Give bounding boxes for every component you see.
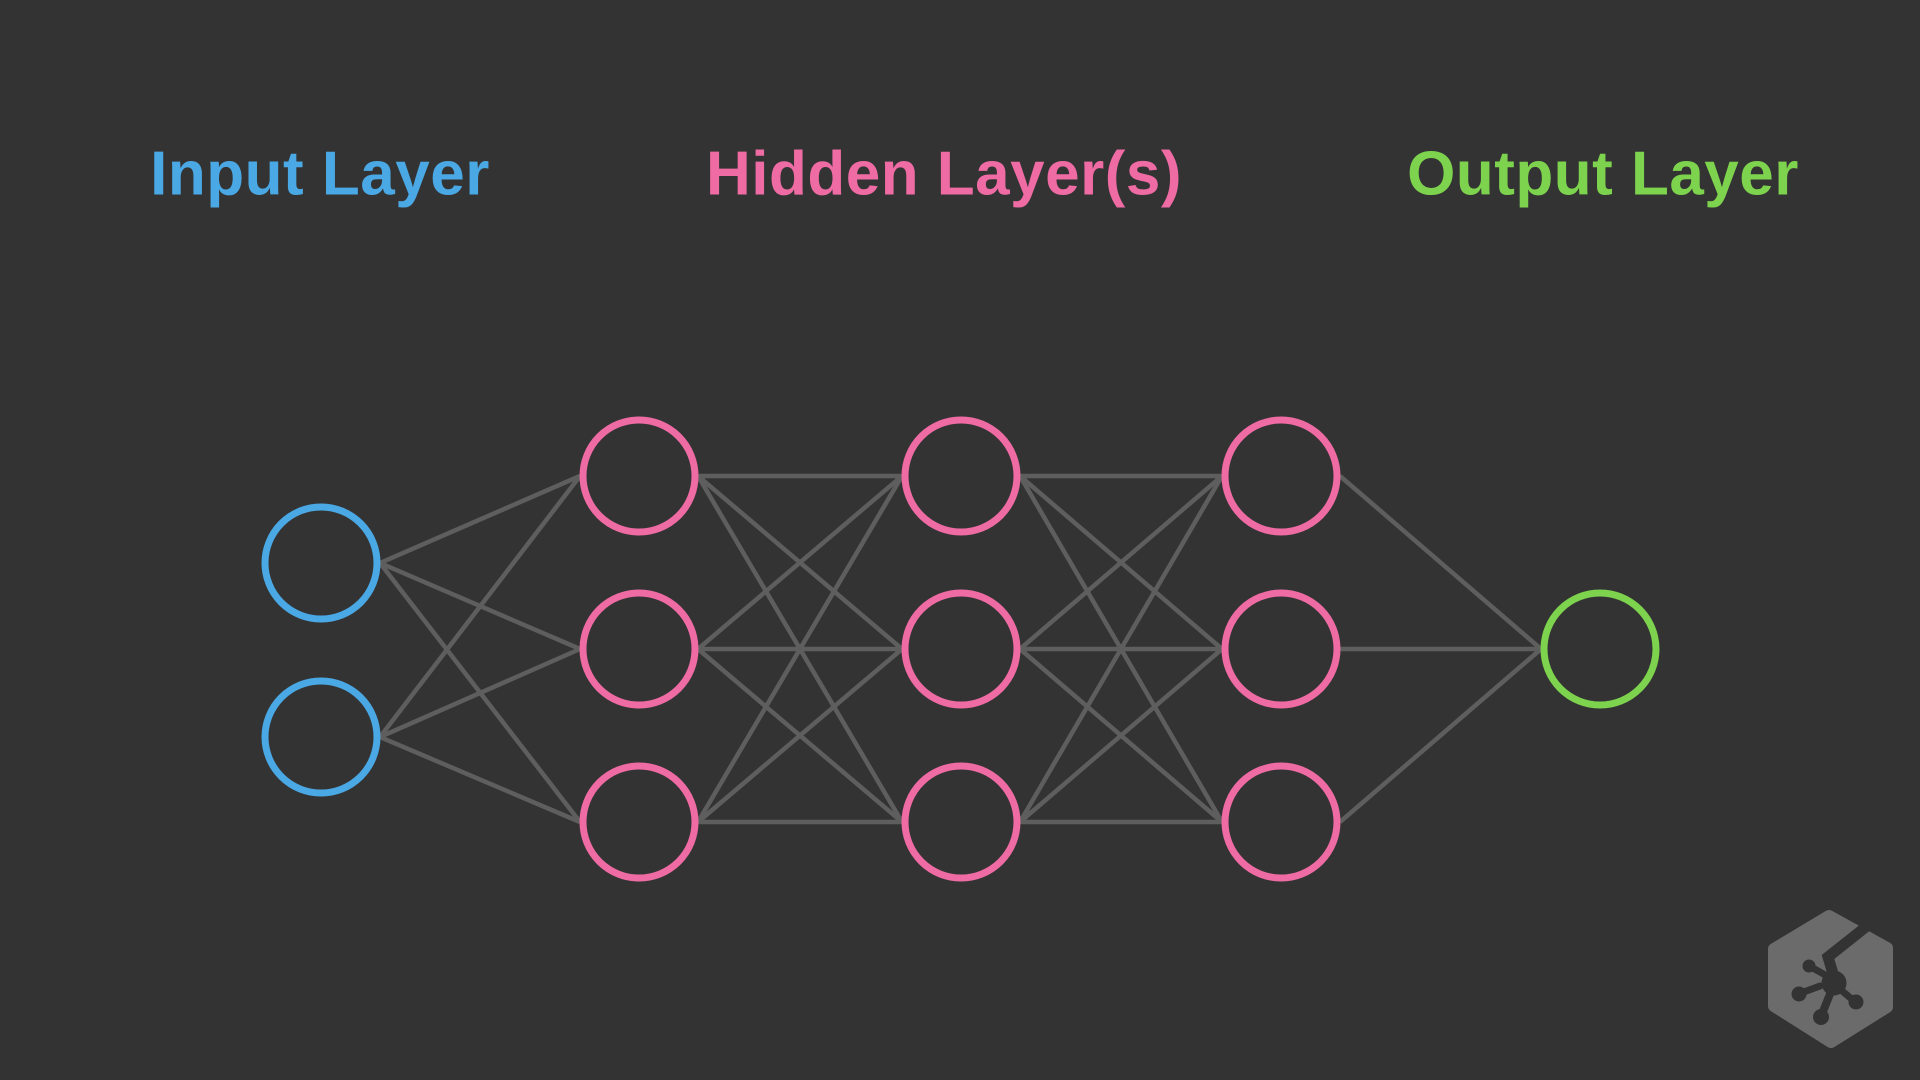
edge-hidden-3-3-to-output-1 (1338, 647, 1543, 824)
edge-hidden-1-3-to-hidden-2-2 (696, 647, 904, 824)
node-hidden-2-1 (901, 416, 1021, 536)
node-input-2 (261, 677, 381, 797)
node-hidden-2-2 (901, 589, 1021, 709)
hidden-layer-label: Hidden Layer(s) (705, 139, 1183, 209)
edge-hidden-2-2-to-hidden-3-1 (1018, 474, 1224, 651)
node-input-1 (261, 503, 381, 623)
input-layer-label: Input Layer (150, 139, 490, 209)
node-output-1 (1540, 589, 1660, 709)
node-hidden-3-2 (1221, 589, 1341, 709)
node-hidden-1-1 (579, 416, 699, 536)
node-hidden-1-3 (579, 762, 699, 882)
edge-hidden-2-3-to-hidden-3-1 (1018, 474, 1224, 824)
node-hidden-2-3 (901, 762, 1021, 882)
edge-input-1-to-hidden-1-1 (379, 473, 581, 566)
gecko-footprint-icon (1791, 916, 1878, 1025)
node-hidden-3-1 (1221, 416, 1341, 536)
edge-hidden-3-1-to-output-1 (1338, 474, 1543, 651)
edge-hidden-2-3-to-hidden-3-2 (1018, 647, 1224, 824)
edge-input-2-to-hidden-1-3 (379, 734, 581, 825)
edge-hidden-1-2-to-hidden-2-1 (696, 474, 904, 651)
node-hidden-3-3 (1221, 762, 1341, 882)
edge-input-2-to-hidden-1-1 (378, 474, 582, 739)
gecko-footprint-hexagon-logo (1768, 910, 1893, 1048)
edge-hidden-1-3-to-hidden-2-1 (696, 474, 904, 824)
node-hidden-1-2 (579, 589, 699, 709)
output-layer-label: Output Layer (1407, 139, 1799, 209)
edge-input-2-to-hidden-1-2 (379, 646, 581, 740)
